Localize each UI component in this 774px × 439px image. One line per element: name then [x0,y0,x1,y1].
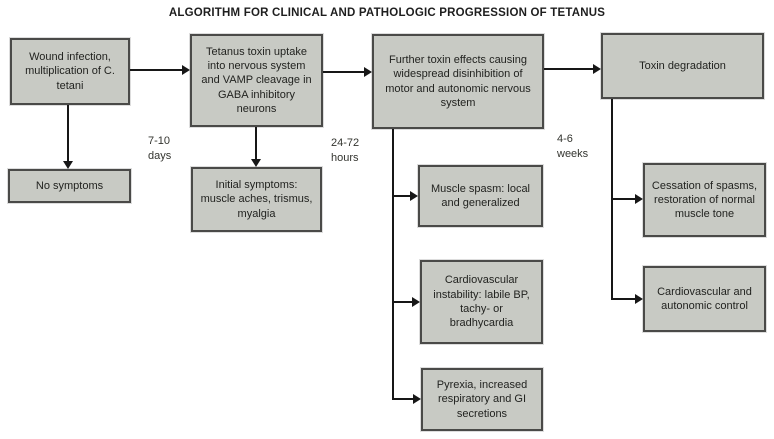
arrow-line-wound-to-nosymptoms [67,105,69,163]
node-pyrexia: Pyrexia, increased respiratory and GI se… [421,368,543,431]
branch-line-muscle-spasm [392,195,411,197]
diagram-title: ALGORITHM FOR CLINICAL AND PATHOLOGIC PR… [168,7,606,19]
node-cardiovascular-instability: Cardiovascular instability: labile BP, t… [420,260,543,344]
branch-line-cardio-control [611,298,636,300]
arrowhead-wound-to-uptake [182,65,190,75]
trunk-line-effects-branches [392,129,394,400]
branch-line-cessation [611,198,636,200]
arrowhead-cardio-control [635,294,643,304]
arrowhead-cardio-instability [412,297,420,307]
arrowhead-cessation [635,194,643,204]
node-further-toxin-effects: Further toxin effects causing widespread… [372,34,544,129]
node-wound-infection: Wound infection, multiplication of C. te… [10,38,130,105]
arrowhead-uptake-to-effects [364,67,372,77]
arrow-line-wound-to-uptake [130,69,183,71]
arrow-line-uptake-to-initial [255,127,257,160]
arrowhead-effects-to-degradation [593,64,601,74]
node-muscle-spasm: Muscle spasm: local and generalized [418,165,543,227]
edge-label-4-6-weeks: 4-6 weeks [557,133,589,160]
node-cessation-of-spasms: Cessation of spasms, restoration of norm… [643,163,766,237]
edge-label-7-10-days: 7-10 days [148,135,172,162]
arrow-line-uptake-to-effects [323,71,365,73]
node-initial-symptoms: Initial symptoms: muscle aches, trismus,… [191,167,322,232]
arrowhead-wound-to-nosymptoms [63,161,73,169]
arrowhead-pyrexia [413,394,421,404]
node-cardiovascular-control: Cardiovascular and autonomic control [643,266,766,332]
branch-line-pyrexia [392,398,414,400]
arrowhead-muscle-spasm [410,191,418,201]
node-toxin-uptake: Tetanus toxin uptake into nervous system… [190,34,323,127]
arrow-line-effects-to-degradation [544,68,594,70]
edge-label-24-72-hours: 24-72 hours [331,137,360,164]
node-no-symptoms: No symptoms [8,169,131,203]
node-toxin-degradation: Toxin degradation [601,33,764,99]
branch-line-cardio-instability [392,301,413,303]
arrowhead-uptake-to-initial [251,159,261,167]
